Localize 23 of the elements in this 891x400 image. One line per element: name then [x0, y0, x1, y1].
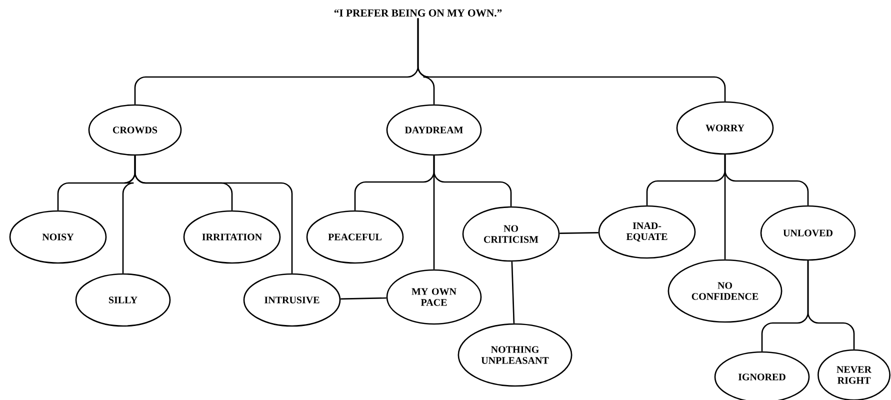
ellipse-node: SILLY — [75, 273, 171, 327]
ellipse-node: NOISY — [9, 210, 107, 264]
connector-line — [340, 297, 386, 300]
connector-line — [433, 156, 512, 206]
connector-line — [417, 18, 726, 102]
connector-line — [511, 262, 515, 324]
ellipse-node: PEACEFUL — [306, 210, 404, 264]
title-text: “I PREFER BEING ON MY OWN.” — [334, 9, 502, 17]
ellipse-node: WORRY — [676, 101, 774, 155]
ellipse-node: INAD- EQUATE — [598, 205, 696, 259]
ellipse-node: NO CONFIDENCE — [668, 259, 782, 323]
connector-line — [134, 156, 293, 274]
connector-line — [560, 232, 598, 234]
ellipse-node: NOTHING UNPLEASANT — [458, 323, 572, 387]
connector-line — [724, 154, 809, 206]
ellipse-node: CROWDS — [88, 104, 182, 156]
ellipse-node: INTRUSIVE — [243, 273, 341, 327]
ellipse-node: UNLOVED — [760, 205, 856, 261]
connector-line — [807, 260, 855, 350]
ellipse-node: MY OWN PACE — [386, 269, 482, 325]
ellipse-node: NO CRITICISM — [462, 206, 560, 262]
ellipse-node: DAYDREAM — [386, 104, 482, 156]
ellipse-node: IRRITATION — [183, 210, 281, 264]
